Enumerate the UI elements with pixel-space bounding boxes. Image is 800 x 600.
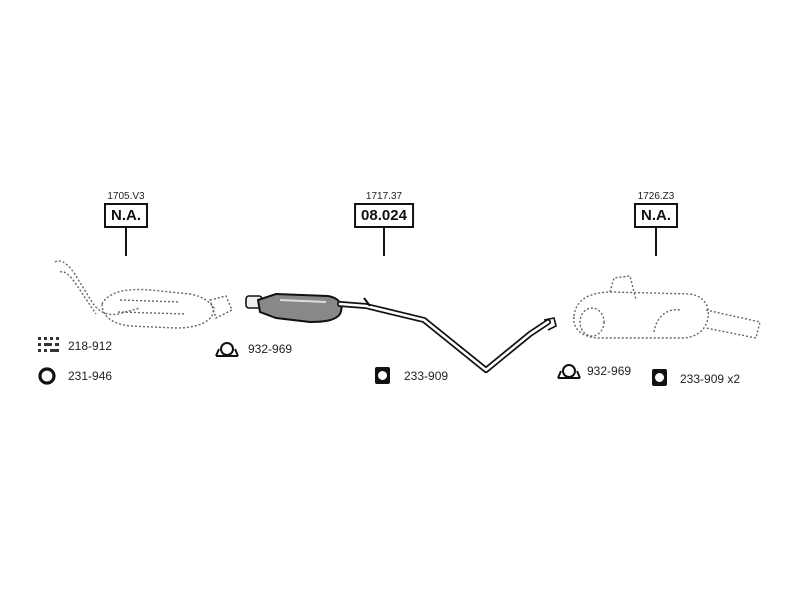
rear-silencer-shape bbox=[573, 275, 761, 339]
pipe-clamp-icon bbox=[215, 342, 239, 357]
part-label-clamp-front[interactable]: 932-969 bbox=[248, 342, 293, 356]
pipe-clamp-icon bbox=[557, 364, 581, 379]
part-label-bolt-kit[interactable]: 218-912 bbox=[68, 339, 113, 353]
part-label-gasket[interactable]: 231-946 bbox=[68, 369, 113, 383]
part-label-hanger-rear[interactable]: 233-909 x2 bbox=[680, 372, 741, 386]
rubber-hanger-icon bbox=[652, 369, 667, 386]
part-label-hanger-middle[interactable]: 233-909 bbox=[404, 369, 449, 383]
component-ref-catalytic: 1705.V3 bbox=[107, 191, 145, 202]
part-label-clamp-rear[interactable]: 932-969 bbox=[587, 364, 632, 378]
gasket-ring-icon bbox=[38, 367, 56, 385]
component-code-rear-silencer[interactable]: N.A. bbox=[634, 203, 678, 228]
catalytic-converter-shape bbox=[54, 260, 233, 329]
middle-silencer-shape bbox=[245, 292, 557, 373]
rubber-hanger-icon bbox=[375, 367, 390, 384]
bolt-kit-icon bbox=[38, 337, 59, 352]
component-ref-rear-silencer: 1726.Z3 bbox=[637, 191, 675, 202]
component-code-middle-silencer[interactable]: 08.024 bbox=[354, 203, 414, 228]
component-code-catalytic[interactable]: N.A. bbox=[104, 203, 148, 228]
component-ref-middle-silencer: 1717.37 bbox=[365, 191, 403, 202]
